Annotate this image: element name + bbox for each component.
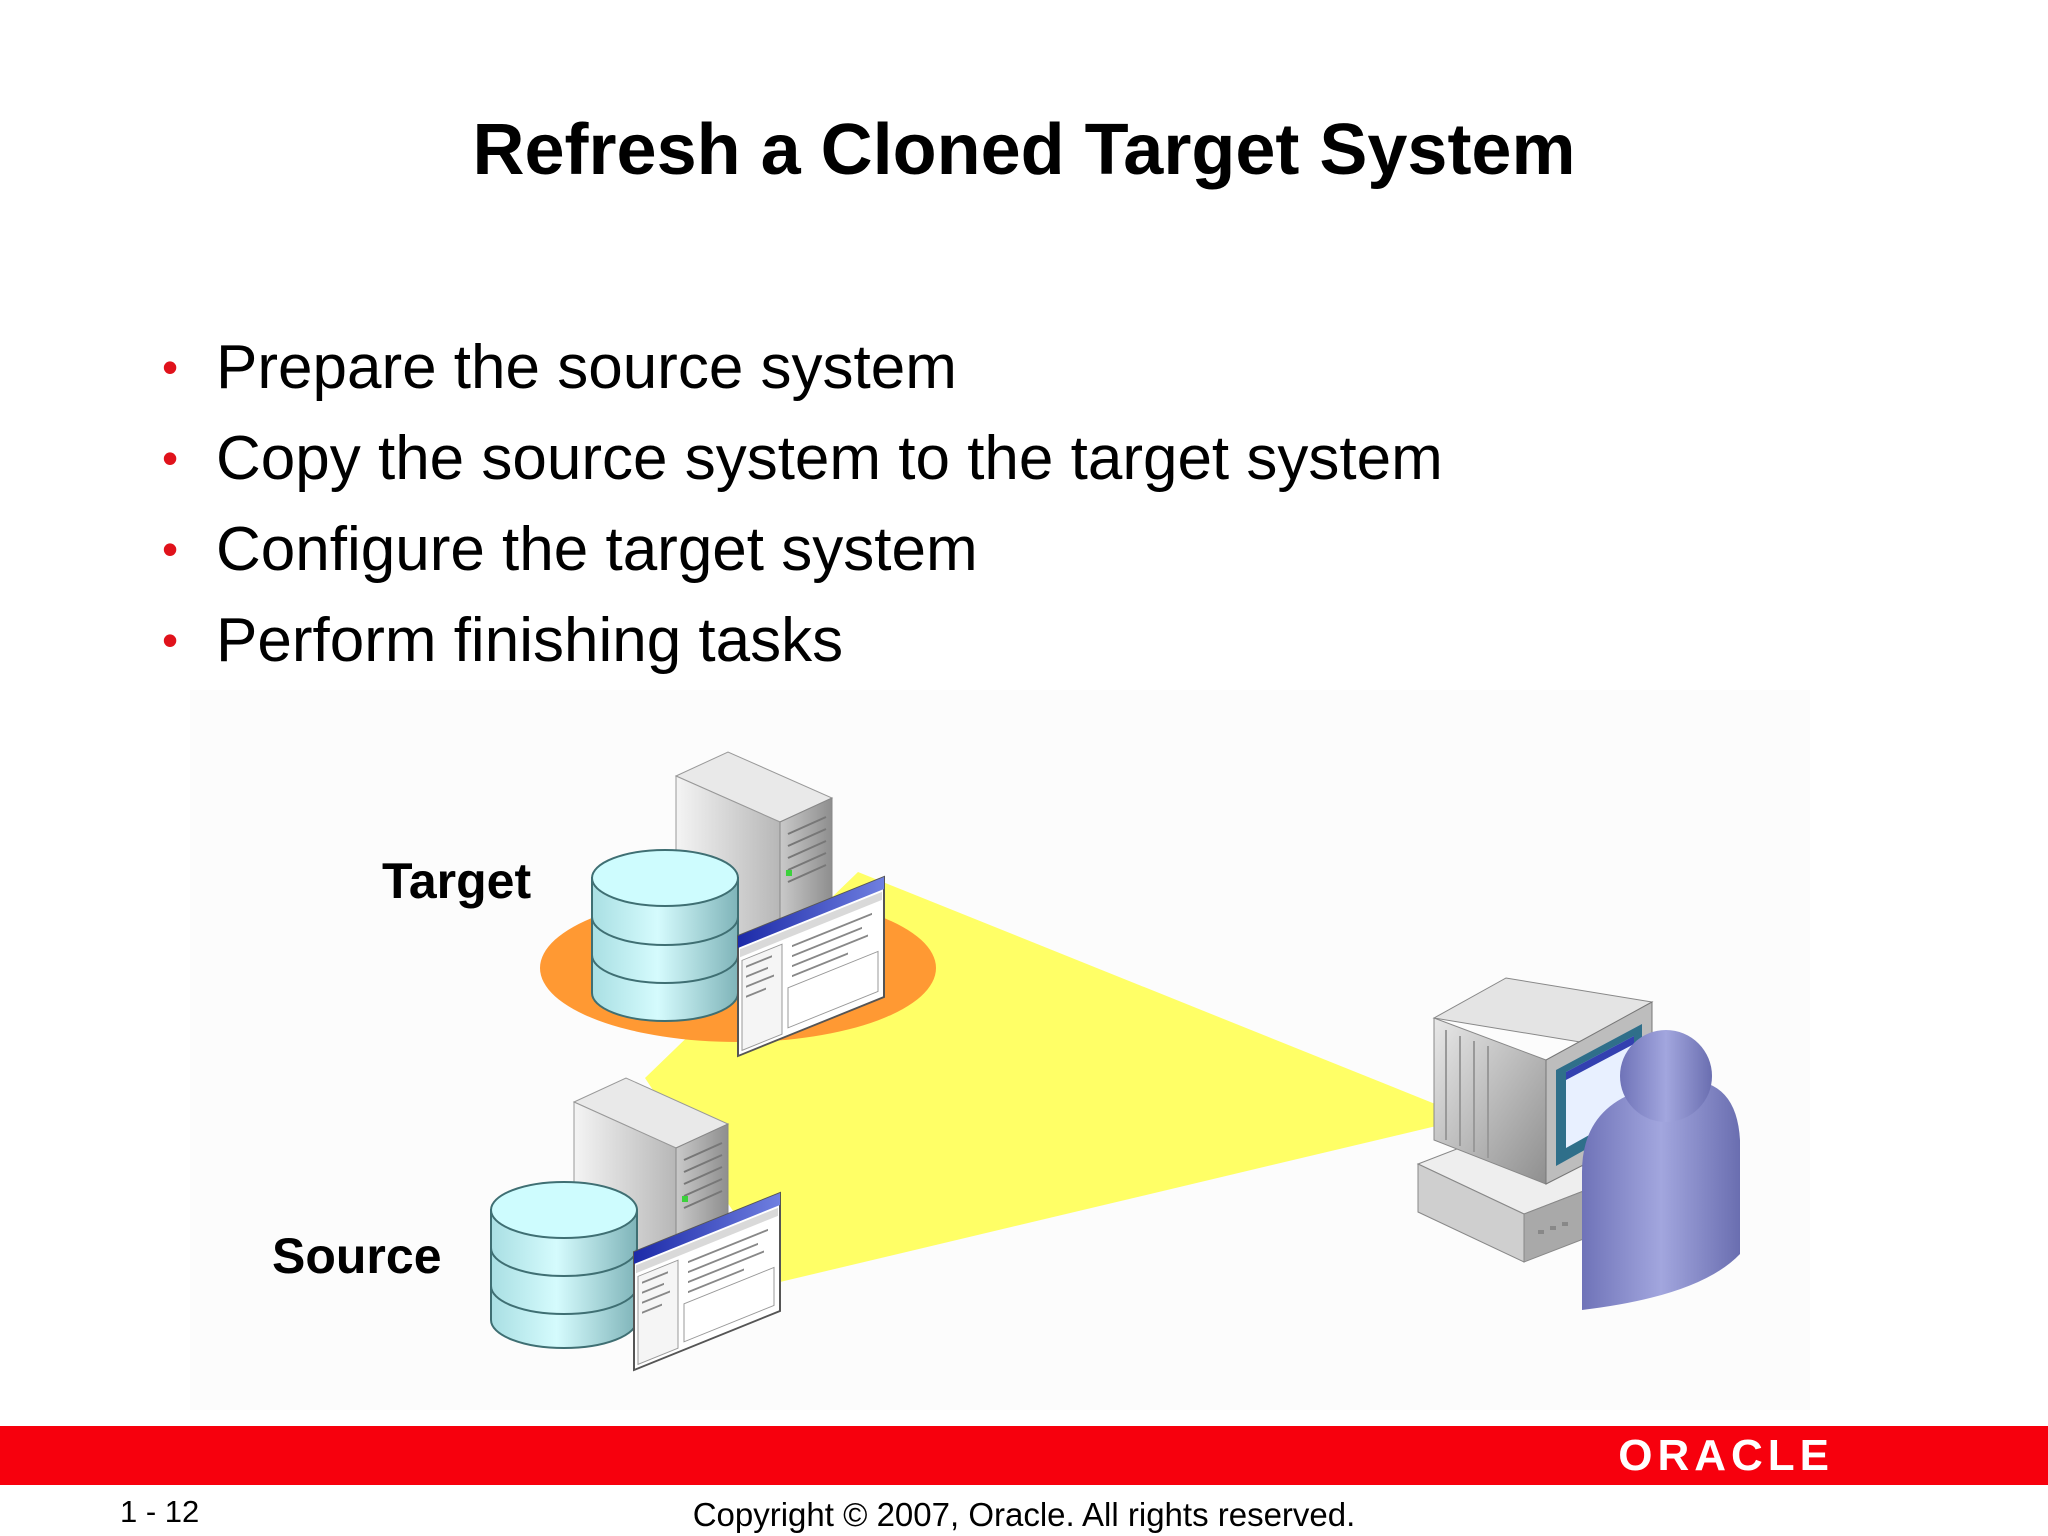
bullet-dot-icon: •: [162, 614, 179, 666]
source-database-icon: [490, 1181, 638, 1349]
bullet-item: • Prepare the source system: [160, 322, 1443, 413]
bullet-item: • Configure the target system: [160, 504, 1443, 595]
bullet-list: • Prepare the source system • Copy the sou…: [160, 322, 1443, 686]
footer-bar: ORACLE: [0, 1426, 2048, 1485]
bullet-dot-icon: •: [162, 523, 179, 575]
oracle-logo: ORACLE: [1618, 1431, 1834, 1480]
admin-workstation-group: [1416, 977, 1740, 1310]
bullet-dot-icon: •: [162, 341, 179, 393]
target-server-group: [540, 751, 936, 1058]
target-app-window-icon: [737, 875, 885, 1058]
source-label: Source: [272, 1228, 442, 1284]
bullet-item: • Perform finishing tasks: [160, 595, 1443, 686]
target-label: Target: [382, 853, 532, 909]
bullet-text: Prepare the source system: [216, 333, 957, 402]
copyright-notice: Copyright © 2007, Oracle. All rights res…: [692, 1496, 1356, 1533]
admin-user-icon: [1582, 1030, 1740, 1310]
bullet-dot-icon: •: [162, 432, 179, 484]
bullet-item: • Copy the source system to the target sy…: [160, 413, 1443, 504]
target-database-icon: [591, 849, 739, 1022]
source-server-group: [490, 1077, 781, 1372]
bullet-text: Configure the target system: [216, 515, 978, 584]
desktop-computer-icon: [1416, 977, 1654, 1263]
clone-diagram: [490, 751, 1740, 1372]
slide-title: Refresh a Cloned Target System: [472, 110, 1576, 190]
page-number: 1 - 12: [120, 1494, 200, 1529]
bullet-text: Copy the source system to the target sys…: [216, 424, 1443, 493]
source-app-window-icon: [633, 1191, 781, 1372]
bullet-text: Perform finishing tasks: [216, 606, 844, 675]
